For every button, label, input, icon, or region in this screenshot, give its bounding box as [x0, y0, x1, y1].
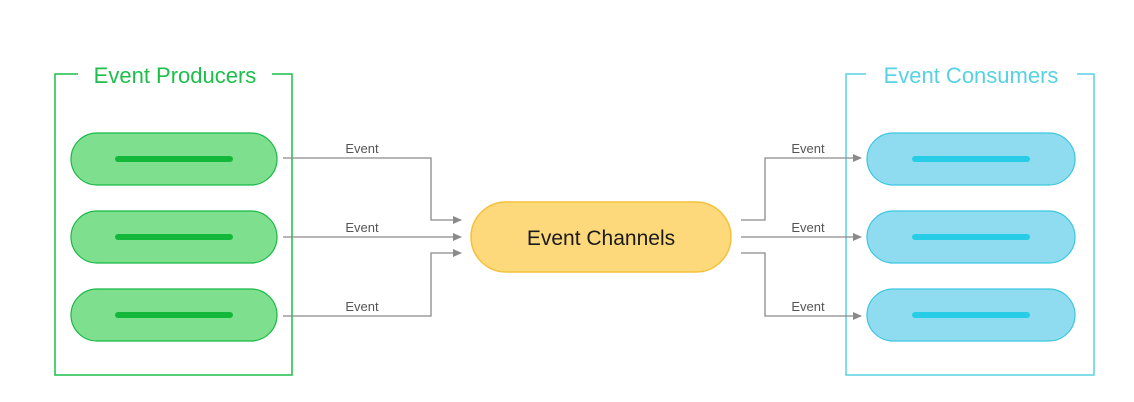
consumer-node[interactable]: [866, 210, 1076, 264]
consumers-frame: [845, 73, 1095, 376]
consumers-title: Event Consumers: [884, 63, 1059, 88]
outbound-edge: [741, 154, 862, 221]
inbound-edge-label: Event: [345, 299, 379, 314]
outbound-edge: [741, 252, 862, 320]
consumers-group: Event Consumers: [845, 63, 1095, 376]
consumer-node[interactable]: [866, 132, 1076, 186]
event-channels-label: Event Channels: [527, 227, 675, 250]
outbound-edge-label: Event: [791, 220, 825, 235]
inbound-edge: [283, 249, 462, 317]
inbound-edges: Event Event Event: [283, 141, 462, 317]
producers-group: Event Producers: [54, 63, 293, 376]
producer-node[interactable]: [70, 288, 278, 342]
inbound-edge-label: Event: [345, 220, 379, 235]
producer-node[interactable]: [70, 210, 278, 264]
producers-frame: [54, 73, 293, 376]
event-channels-node[interactable]: Event Channels: [470, 201, 732, 273]
outbound-edges: Event Event Event: [741, 141, 862, 320]
outbound-edge-label: Event: [791, 141, 825, 156]
consumer-node[interactable]: [866, 288, 1076, 342]
producer-node[interactable]: [70, 132, 278, 186]
inbound-edge-label: Event: [345, 141, 379, 156]
inbound-edge: [283, 157, 462, 224]
outbound-edge-label: Event: [791, 299, 825, 314]
producers-title: Event Producers: [94, 63, 257, 88]
